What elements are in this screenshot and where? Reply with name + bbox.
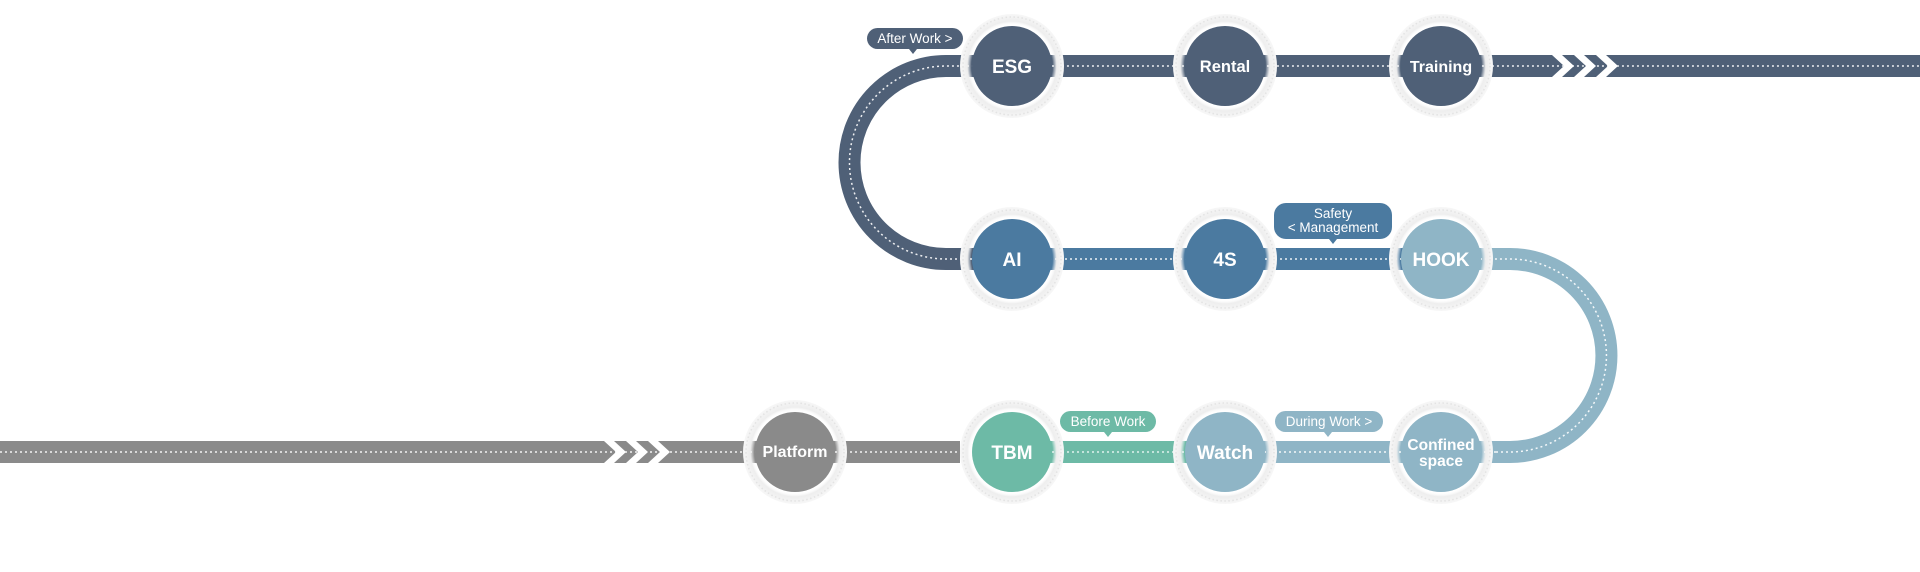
node-watch-label: Watch xyxy=(1197,443,1253,464)
node-confined-label-line1: Confined xyxy=(1407,437,1474,454)
tag-during-work: During Work > xyxy=(1275,411,1383,437)
node-training-label: Training xyxy=(1410,59,1472,76)
node-rental-label: Rental xyxy=(1200,58,1250,76)
node-platform-label: Platform xyxy=(763,444,828,461)
node-confined-label-line2: space xyxy=(1419,453,1463,470)
node-platform[interactable]: Platform xyxy=(743,400,847,504)
node-4s-label: 4S xyxy=(1213,250,1236,271)
node-confined-space[interactable]: Confined space xyxy=(1389,400,1493,504)
tag-after-work-label: After Work > xyxy=(877,31,952,46)
tag-safety-line1: Safety xyxy=(1314,206,1353,221)
tag-safety-line2: < Management xyxy=(1288,220,1379,235)
node-tbm[interactable]: TBM xyxy=(960,400,1064,504)
node-training[interactable]: Training xyxy=(1389,14,1493,118)
node-hook[interactable]: HOOK xyxy=(1389,207,1493,311)
gray-track-chevrons xyxy=(604,441,670,463)
node-ai[interactable]: AI xyxy=(960,207,1064,311)
dark-track xyxy=(838,55,1920,270)
tag-after-work: After Work > xyxy=(867,28,963,54)
node-ai-label: AI xyxy=(1003,250,1022,271)
node-4s[interactable]: 4S xyxy=(1173,207,1277,311)
node-tbm-label: TBM xyxy=(991,443,1032,464)
tag-before-work-label: Before Work xyxy=(1071,414,1146,429)
node-hook-label: HOOK xyxy=(1413,250,1470,271)
node-watch[interactable]: Watch xyxy=(1173,400,1277,504)
node-rental[interactable]: Rental xyxy=(1173,14,1277,118)
tag-safety-management: Safety < Management xyxy=(1274,203,1392,244)
node-esg-label: ESG xyxy=(992,57,1032,78)
dark-track-chevrons xyxy=(1552,55,1618,77)
tag-before-work: Before Work xyxy=(1060,411,1156,437)
tag-during-work-label: During Work > xyxy=(1286,414,1373,429)
node-esg[interactable]: ESG xyxy=(960,14,1064,118)
